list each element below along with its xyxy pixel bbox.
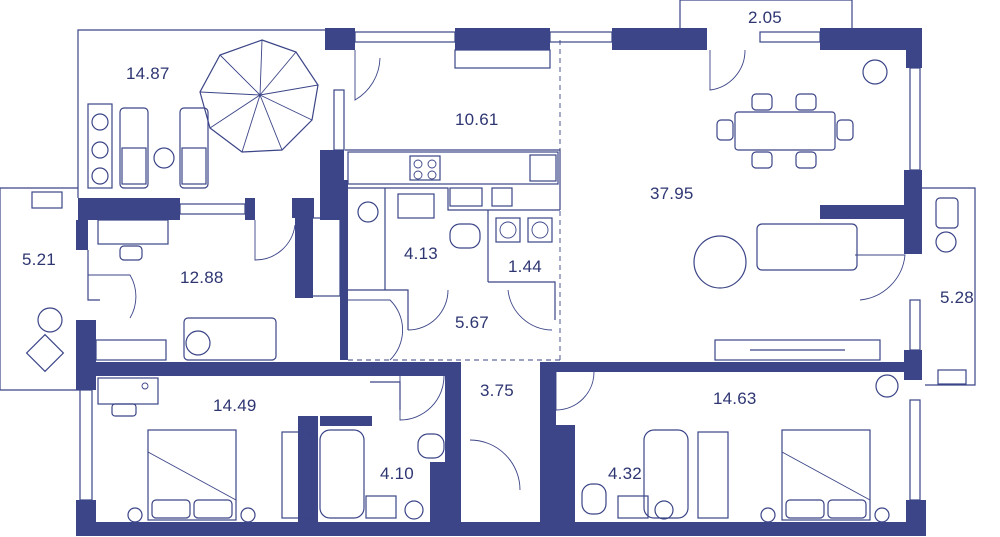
area-laundry: 1.44 <box>508 257 542 276</box>
sun-loungers <box>87 103 209 189</box>
area-living-kitchen: 37.95 <box>650 184 694 203</box>
area-study: 12.88 <box>180 268 224 287</box>
living-furniture <box>693 223 881 361</box>
dining-table <box>716 93 854 169</box>
doors <box>88 49 906 491</box>
bedroom-left-furniture <box>97 377 256 523</box>
walls <box>76 28 926 536</box>
area-terrace-left: 14.87 <box>126 64 170 83</box>
area-bath-small: 4.13 <box>404 244 438 263</box>
bathroom-left-fixtures <box>319 429 445 520</box>
area-bathroom-right: 4.32 <box>608 464 642 483</box>
area-bathroom-left: 4.10 <box>380 464 414 483</box>
bathroom-right-fixtures <box>581 429 689 520</box>
area-balcony-top: 2.05 <box>748 8 782 27</box>
interior-lines <box>87 40 561 410</box>
area-corridor: 5.67 <box>455 313 489 332</box>
terrace-outlines <box>0 0 976 391</box>
umbrella-icon <box>199 39 319 153</box>
area-bedroom-left: 14.49 <box>213 396 257 415</box>
bath-fixtures <box>357 193 553 249</box>
area-hall-top: 10.61 <box>455 110 499 129</box>
plant-icons <box>91 59 899 398</box>
kitchen-counter <box>347 151 559 207</box>
area-bedroom-right: 14.63 <box>713 389 757 408</box>
area-balcony-right: 5.28 <box>940 288 974 307</box>
balcony-furniture <box>25 191 967 385</box>
wardrobes <box>281 217 729 519</box>
area-hallway: 3.75 <box>480 381 514 400</box>
area-balcony-left: 5.21 <box>22 250 56 269</box>
study-furniture <box>95 219 277 361</box>
bedroom-right-furniture <box>760 429 890 523</box>
